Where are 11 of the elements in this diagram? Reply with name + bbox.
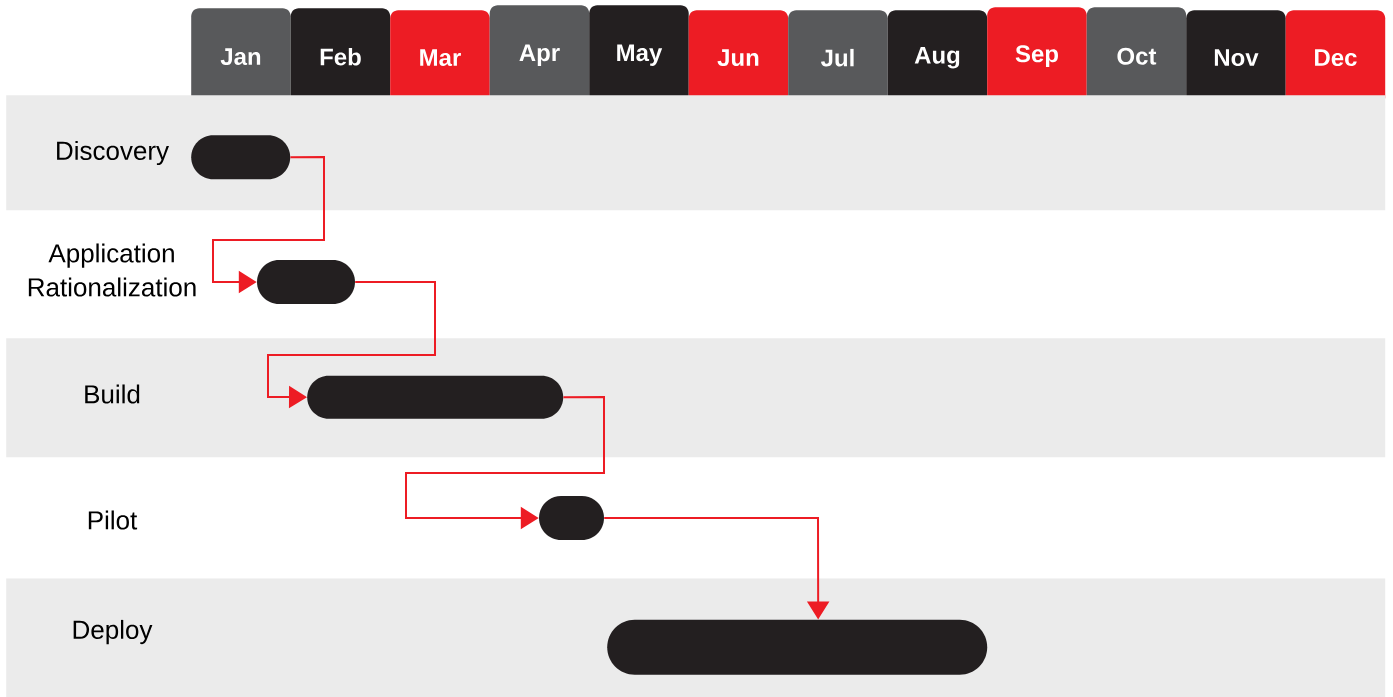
row-label: Application Rationalization [28, 243, 196, 297]
month-tab: Jan [191, 8, 291, 106]
row-band: Build [6, 338, 1386, 458]
row-label: Pilot [88, 510, 138, 530]
task-bar [257, 260, 355, 304]
task-bar [307, 375, 564, 419]
task-bar [539, 496, 604, 540]
task-bar [607, 619, 988, 675]
month-tab: May [589, 5, 689, 106]
month-tab: Sep [987, 7, 1087, 106]
row-band: Discovery [6, 95, 1386, 211]
